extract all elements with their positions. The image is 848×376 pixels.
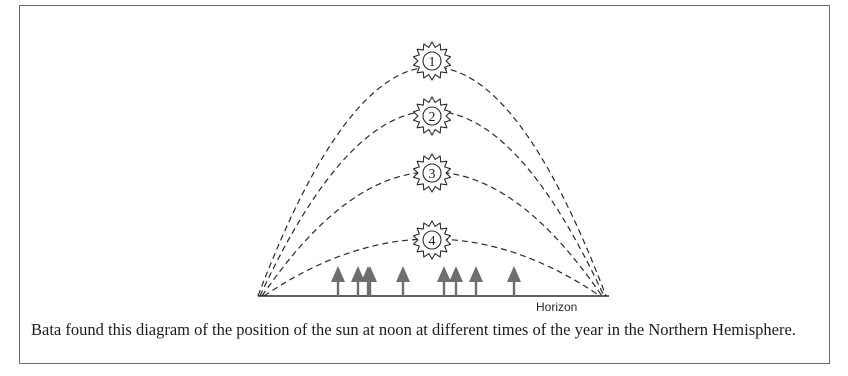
tree-1-trunk — [336, 282, 340, 296]
trees-group — [331, 266, 521, 296]
tree-8-crown — [507, 266, 521, 282]
tree-1 — [331, 266, 345, 296]
tree-2 — [351, 266, 365, 296]
tree-8-trunk — [512, 282, 516, 296]
tree-6-crown — [449, 266, 463, 282]
tree-6-trunk — [454, 282, 458, 296]
tree-4-crown — [396, 266, 410, 282]
sun-3-label: 3 — [429, 167, 436, 182]
tree-1-crown — [331, 266, 345, 282]
tree-5-trunk — [442, 282, 446, 296]
sun-path-3 — [261, 171, 603, 297]
tree-3-trunk — [368, 282, 372, 296]
tree-5 — [437, 266, 451, 296]
suns-group: 1 2 3 4 — [412, 41, 452, 260]
sun-1: 1 — [412, 41, 452, 81]
sun-4-disc — [422, 230, 442, 250]
tree-9-crown — [361, 266, 375, 282]
tree-7-crown — [469, 266, 483, 282]
sun-4: 4 — [412, 220, 452, 260]
caption: Bata found this diagram of the position … — [31, 320, 796, 339]
sun-2: 2 — [412, 96, 452, 136]
sun-2-disc — [422, 106, 442, 126]
tree-7 — [469, 266, 483, 296]
tree-4 — [396, 266, 410, 296]
horizon-label: Horizon — [536, 300, 577, 314]
sun-1-disc — [422, 51, 442, 71]
tree-6 — [449, 266, 463, 296]
diagram-frame — [19, 5, 830, 364]
tree-7-trunk — [474, 282, 478, 296]
tree-4-trunk — [401, 282, 405, 296]
tree-9 — [361, 266, 375, 296]
tree-2-trunk — [356, 282, 360, 296]
sun-4-label: 4 — [429, 234, 436, 249]
sun-2-label: 2 — [429, 110, 436, 125]
tree-9-trunk — [366, 282, 370, 296]
sun-3-disc — [422, 163, 442, 183]
sun-3: 3 — [412, 153, 452, 193]
tree-8 — [507, 266, 521, 296]
tree-5-crown — [437, 266, 451, 282]
tree-2-crown — [351, 266, 365, 282]
sun-1-label: 1 — [429, 55, 436, 70]
